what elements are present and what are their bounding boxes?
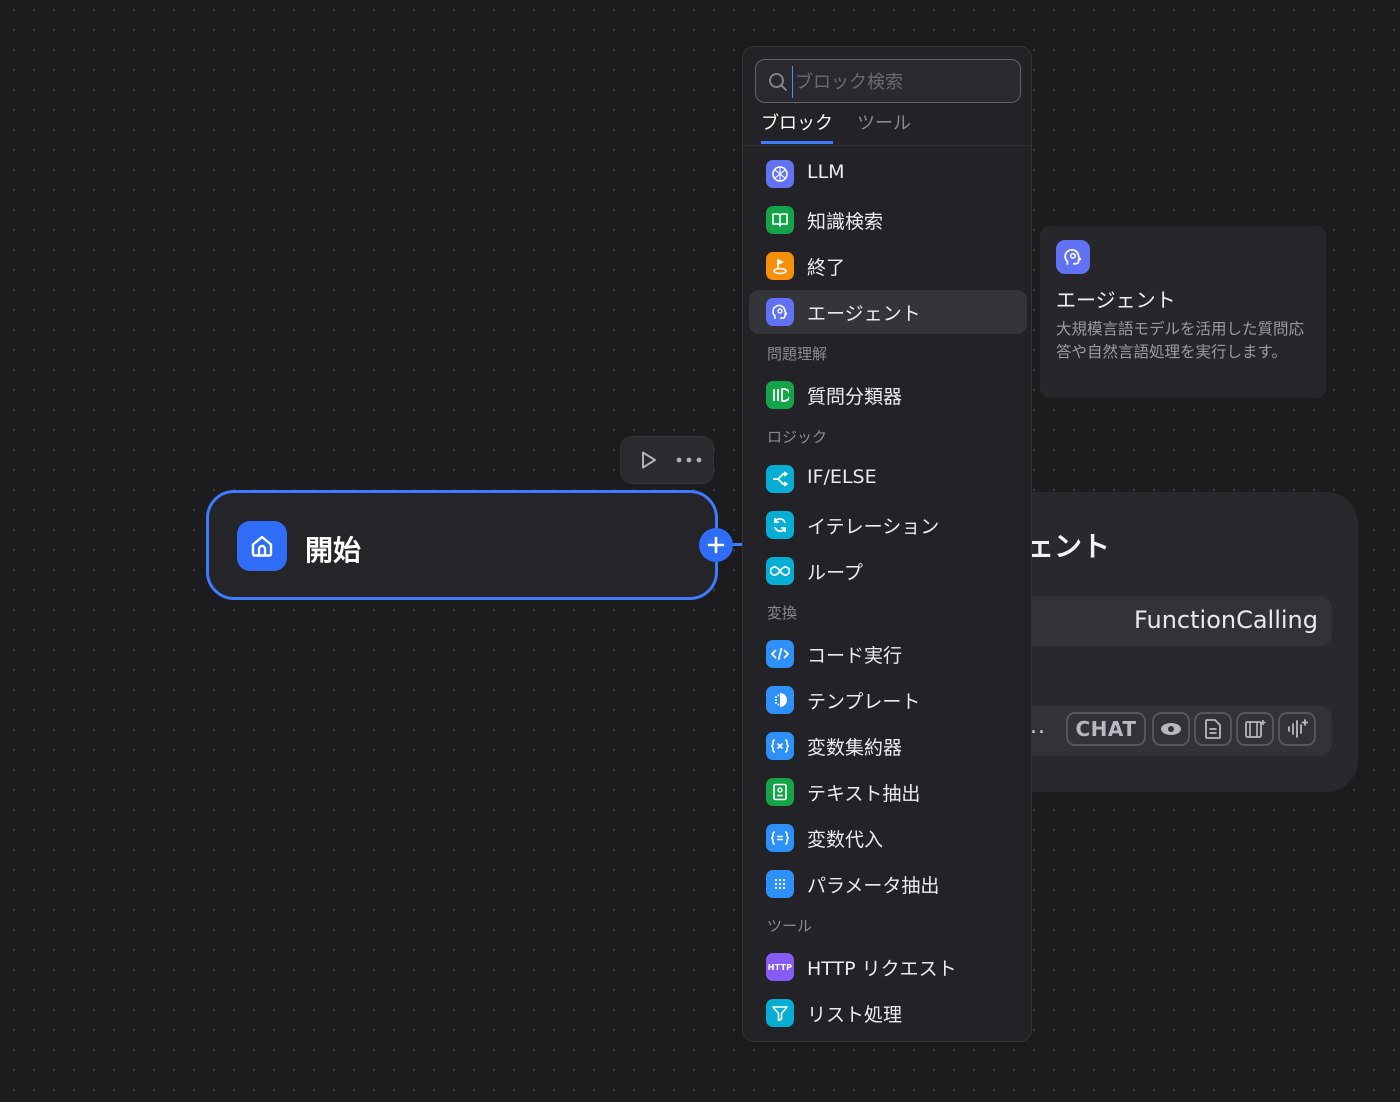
block-search[interactable] xyxy=(755,59,1021,103)
block-item-label: エージェント xyxy=(807,303,921,325)
plus-icon xyxy=(707,536,725,554)
add-next-node-button[interactable] xyxy=(699,528,733,562)
block-item-llm[interactable]: LLM xyxy=(749,152,1027,196)
block-item-iteration[interactable]: イテレーション xyxy=(749,503,1027,547)
block-item-label: 変数代入 xyxy=(807,829,884,851)
agent-strategy-field[interactable]: FunctionCalling xyxy=(980,596,1332,646)
vision-icon xyxy=(1152,712,1190,746)
book-icon xyxy=(766,206,794,234)
audio-icon xyxy=(1278,712,1316,746)
block-item-label: 質問分類器 xyxy=(807,386,903,408)
block-item-label: テキスト抽出 xyxy=(807,783,921,805)
block-item-label: リスト処理 xyxy=(807,1004,903,1026)
block-item-label: 終了 xyxy=(807,257,846,279)
iteration-icon xyxy=(766,511,794,539)
block-item-label: IF/ELSE xyxy=(807,466,877,488)
video-icon xyxy=(1236,712,1274,746)
agent-head-icon xyxy=(766,298,794,326)
block-item-parameter-extractor[interactable]: パラメータ抽出 xyxy=(749,862,1027,906)
block-item-agent[interactable]: エージェント xyxy=(749,290,1027,334)
block-item-code[interactable]: コード実行 xyxy=(749,632,1027,676)
http-icon: HTTP xyxy=(766,953,794,981)
llm-icon xyxy=(766,160,794,188)
start-node-title: 開始 xyxy=(305,534,362,567)
block-item-list-operator[interactable]: リスト処理 xyxy=(749,991,1027,1035)
block-item-label: 変数集約器 xyxy=(807,737,903,759)
block-description-tooltip: エージェント 大規模言語モデルを活用した質問応答や自然言語処理を実行します。 xyxy=(1040,226,1326,398)
section-question-understanding: 問題理解 xyxy=(767,345,828,363)
agent-head-icon xyxy=(1056,240,1090,274)
classifier-icon xyxy=(766,381,794,409)
home-icon xyxy=(237,521,287,571)
block-item-question-classifier[interactable]: 質問分類器 xyxy=(749,373,1027,417)
block-search-input[interactable] xyxy=(792,66,1017,98)
template-icon xyxy=(766,686,794,714)
section-transform: 変換 xyxy=(767,604,798,622)
block-item-label: コード実行 xyxy=(807,645,903,667)
block-item-template[interactable]: テンプレート xyxy=(749,678,1027,722)
node-toolbar xyxy=(620,436,714,484)
block-item-knowledge-retrieval[interactable]: 知識検索 xyxy=(749,198,1027,242)
document-extract-icon xyxy=(766,778,794,806)
more-options-button[interactable] xyxy=(675,449,703,475)
block-item-label: ループ xyxy=(807,562,863,584)
block-item-variable-assigner[interactable]: 変数代入 xyxy=(749,816,1027,860)
filter-icon xyxy=(766,999,794,1027)
block-item-http-request[interactable]: HTTP HTTP リクエスト xyxy=(749,945,1027,989)
model-name-ellipsis: .. xyxy=(1030,714,1046,739)
block-item-label: LLM xyxy=(807,161,845,183)
parameter-icon xyxy=(766,870,794,898)
block-item-if-else[interactable]: IF/ELSE xyxy=(749,457,1027,501)
assign-icon xyxy=(766,824,794,852)
agent-model-field[interactable]: .. CHAT xyxy=(980,706,1332,756)
block-item-label: HTTP リクエスト xyxy=(807,958,957,980)
http-badge-text: HTTP xyxy=(767,962,793,972)
start-node[interactable]: 開始 xyxy=(206,490,718,600)
tooltip-title: エージェント xyxy=(1056,288,1176,312)
picker-tabs: ブロック ツール xyxy=(743,105,1031,146)
branch-icon xyxy=(766,465,794,493)
flag-icon xyxy=(766,252,794,280)
block-item-loop[interactable]: ループ xyxy=(749,549,1027,593)
block-item-doc-extractor[interactable]: テキスト抽出 xyxy=(749,770,1027,814)
section-tools: ツール xyxy=(767,917,813,935)
block-item-end[interactable]: 終了 xyxy=(749,244,1027,288)
agent-strategy-value: FunctionCalling xyxy=(1134,606,1318,634)
run-node-button[interactable] xyxy=(637,449,659,475)
connector-edge xyxy=(730,543,744,546)
code-icon xyxy=(766,640,794,668)
agent-node-title: ェント xyxy=(1026,530,1111,563)
tab-tools[interactable]: ツール xyxy=(857,113,911,134)
block-picker-panel: ブロック ツール LLM 知識検索 終了 エージェント xyxy=(742,46,1032,1042)
chat-mode-badge: CHAT xyxy=(1066,712,1146,746)
tab-blocks[interactable]: ブロック xyxy=(761,109,833,144)
variable-icon xyxy=(766,732,794,760)
block-item-label: テンプレート xyxy=(807,691,921,713)
document-icon xyxy=(1194,712,1232,746)
block-item-label: パラメータ抽出 xyxy=(807,875,940,897)
block-item-variable-aggregator[interactable]: 変数集約器 xyxy=(749,724,1027,768)
block-item-label: イテレーション xyxy=(807,516,940,538)
infinity-icon xyxy=(766,557,794,585)
search-icon xyxy=(768,72,788,96)
section-logic: ロジック xyxy=(767,428,828,446)
tooltip-description: 大規模言語モデルを活用した質問応答や自然言語処理を実行します。 xyxy=(1056,320,1305,361)
block-item-label: 知識検索 xyxy=(807,211,884,233)
